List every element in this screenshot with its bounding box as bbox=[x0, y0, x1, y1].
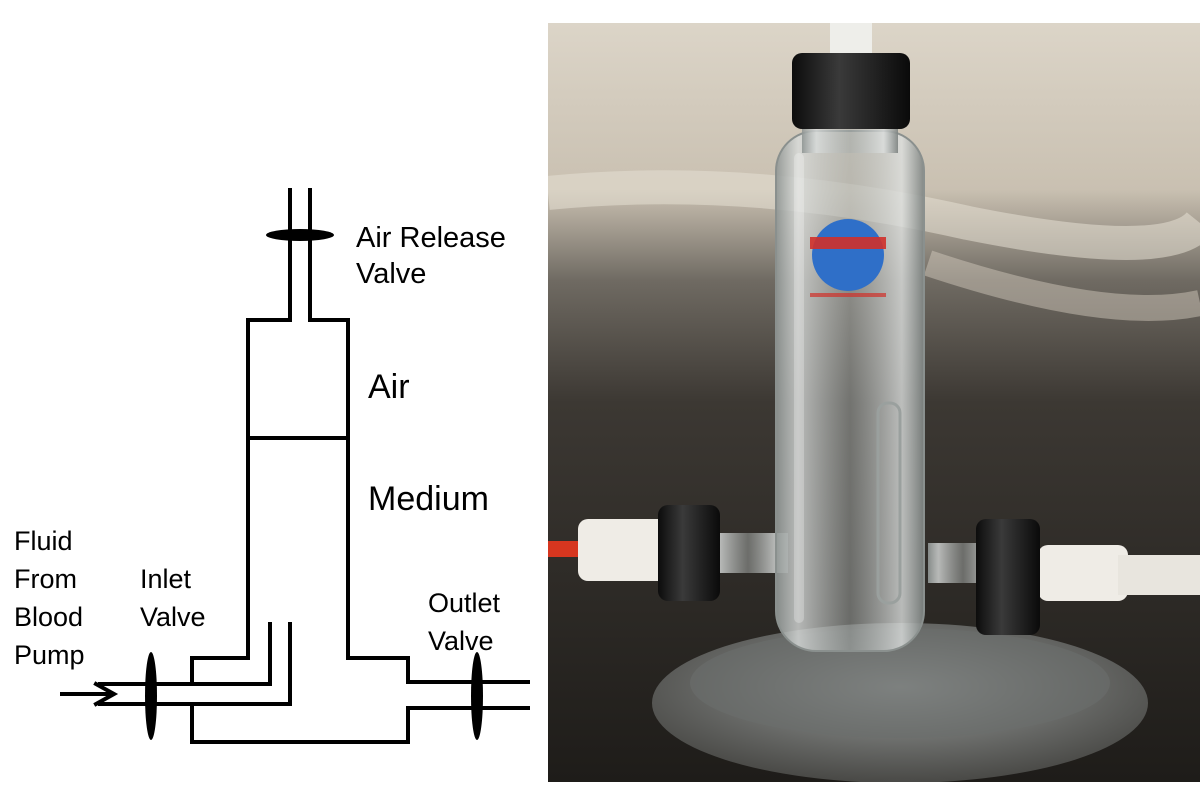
inflow-arrow-head bbox=[93, 681, 119, 707]
inlet-tube-lower bbox=[98, 622, 292, 706]
left-side-arm bbox=[708, 533, 788, 573]
chamber-right-wall bbox=[308, 318, 410, 684]
fluid-source-label: Fluid From Blood Pump bbox=[14, 522, 85, 674]
air-release-valve-label-line-1: Air Release bbox=[356, 222, 506, 254]
schematic-svg bbox=[60, 188, 530, 744]
inlet-valve-label-line-1: Inlet bbox=[140, 564, 192, 594]
left-cap bbox=[658, 505, 720, 601]
medium-label: Medium bbox=[368, 480, 489, 518]
inner-tube bbox=[876, 401, 902, 605]
top-cap bbox=[792, 53, 910, 129]
air-release-valve-label-line-2: Valve bbox=[356, 258, 427, 291]
left-tube-fitting bbox=[578, 519, 668, 581]
background-tubing bbox=[546, 170, 1200, 260]
outlet-valve-label-line-1: Outlet bbox=[428, 588, 501, 618]
inlet-valve-label-line-2: Valve bbox=[140, 602, 206, 632]
inlet-valve-icon bbox=[145, 652, 157, 740]
photo-svg bbox=[546, 23, 1200, 783]
glass-logo-underline bbox=[810, 293, 886, 297]
fluid-source-label-line-4: Pump bbox=[14, 640, 85, 670]
glass-logo bbox=[812, 219, 884, 291]
inlet-valve-label: Inlet Valve bbox=[140, 560, 206, 636]
outlet-valve-icon bbox=[471, 652, 483, 740]
outlet-valve-label-line-2: Valve bbox=[428, 626, 494, 656]
chamber-bottom bbox=[190, 706, 410, 744]
fluid-source-label-line-3: Blood bbox=[14, 602, 84, 632]
chamber-left-wall bbox=[190, 318, 292, 682]
outlet-valve-label: Outlet Valve bbox=[428, 584, 500, 660]
glass-logo-band bbox=[810, 237, 886, 249]
fluid-source-label-line-2: From bbox=[14, 564, 77, 594]
right-cap bbox=[976, 519, 1040, 635]
air-release-valve-icon bbox=[266, 229, 334, 241]
air-label: Air bbox=[368, 368, 410, 406]
right-tube bbox=[1118, 555, 1200, 595]
glass-base-inner bbox=[690, 628, 1110, 738]
background-tubing-2 bbox=[923, 250, 1200, 321]
bubble-trap-schematic: Air Release Valve Air Medium Fluid From … bbox=[0, 0, 548, 782]
bubble-trap-photo bbox=[546, 23, 1200, 783]
air-release-valve-label: Air Release Valve bbox=[356, 220, 506, 293]
glass-highlight bbox=[794, 153, 804, 623]
right-tube-fitting bbox=[1038, 545, 1128, 601]
fluid-source-label-line-1: Fluid bbox=[14, 526, 73, 556]
